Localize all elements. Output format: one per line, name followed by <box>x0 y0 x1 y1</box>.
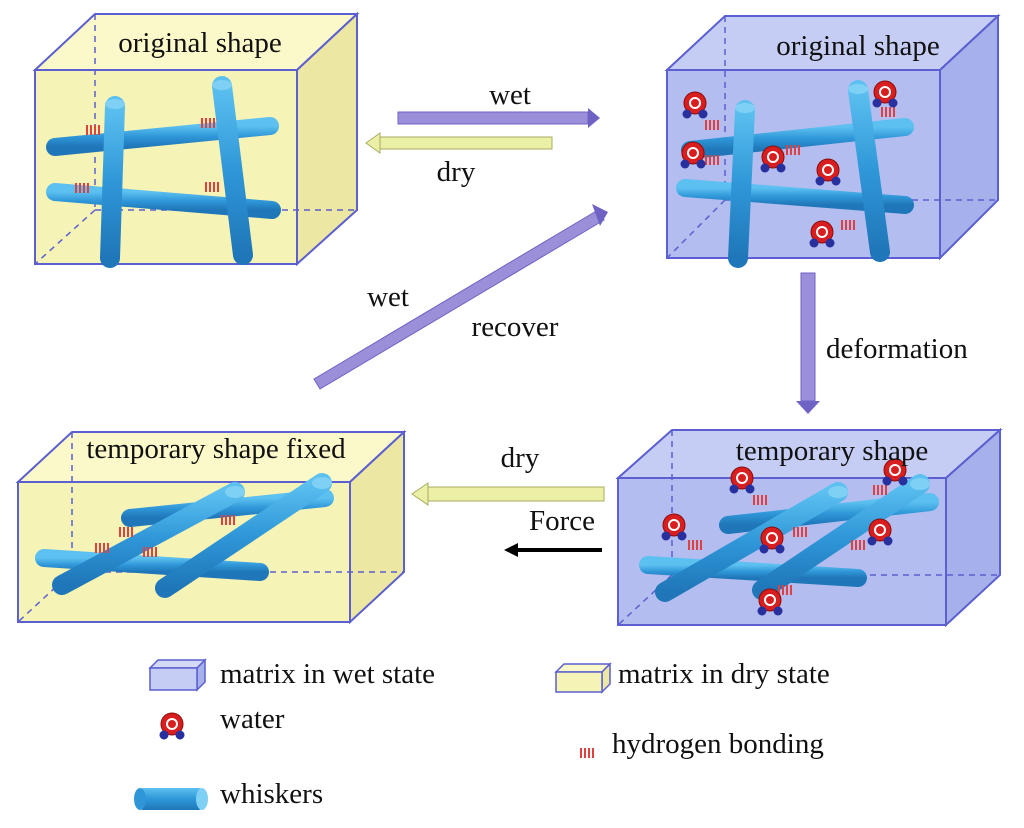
box-label: original shape <box>776 30 939 62</box>
arrow-dry-bottom <box>411 482 605 506</box>
arrow-force <box>504 543 602 557</box>
box-label: temporary shape fixed <box>86 433 346 465</box>
arrow-label-recover: recover <box>472 311 559 343</box>
box-label: original shape <box>118 27 281 59</box>
legend-label-water: water <box>220 703 285 735</box>
arrow-label-dry: dry <box>501 442 540 474</box>
arrow-label-wet: wet <box>367 281 409 313</box>
whisker-icon <box>134 788 208 810</box>
legend-label-dry-matrix: matrix in dry state <box>618 658 830 690</box>
arrow-label-force: Force <box>529 505 595 537</box>
water-molecule-icon <box>158 712 186 741</box>
whiskers-group <box>35 473 334 598</box>
arrow-label-deformation: deformation <box>826 333 968 365</box>
legend-dry-matrix-swatch <box>554 662 612 694</box>
arrow-wet-recover <box>313 204 608 390</box>
box-original-wet: original shape <box>664 13 1001 268</box>
legend-label-hbond: hydrogen bonding <box>612 728 824 760</box>
box-original-dry: original shape <box>32 11 360 268</box>
legend-wet-matrix-swatch <box>148 658 207 692</box>
arrow-deformation <box>796 272 820 414</box>
box-temporary-fixed: temporary shape fixed <box>15 429 407 625</box>
arrow-dry-top <box>365 132 553 154</box>
whiskers-group <box>676 80 914 268</box>
legend-label-whiskers: whiskers <box>220 778 323 810</box>
arrow-label-dry: dry <box>437 156 476 188</box>
whiskers-group <box>46 76 281 268</box>
legend-label-wet-matrix: matrix in wet state <box>220 658 435 690</box>
box-label: temporary shape <box>736 435 928 467</box>
box-temporary-wet: temporary shape <box>615 427 1003 628</box>
hydrogen-bond-icon <box>580 747 594 759</box>
arrow-label-wet: wet <box>489 79 531 111</box>
legend: matrix in wet state matrix in dry state … <box>134 658 830 810</box>
arrow-wet-top <box>397 108 600 128</box>
whiskers-group <box>639 474 939 602</box>
